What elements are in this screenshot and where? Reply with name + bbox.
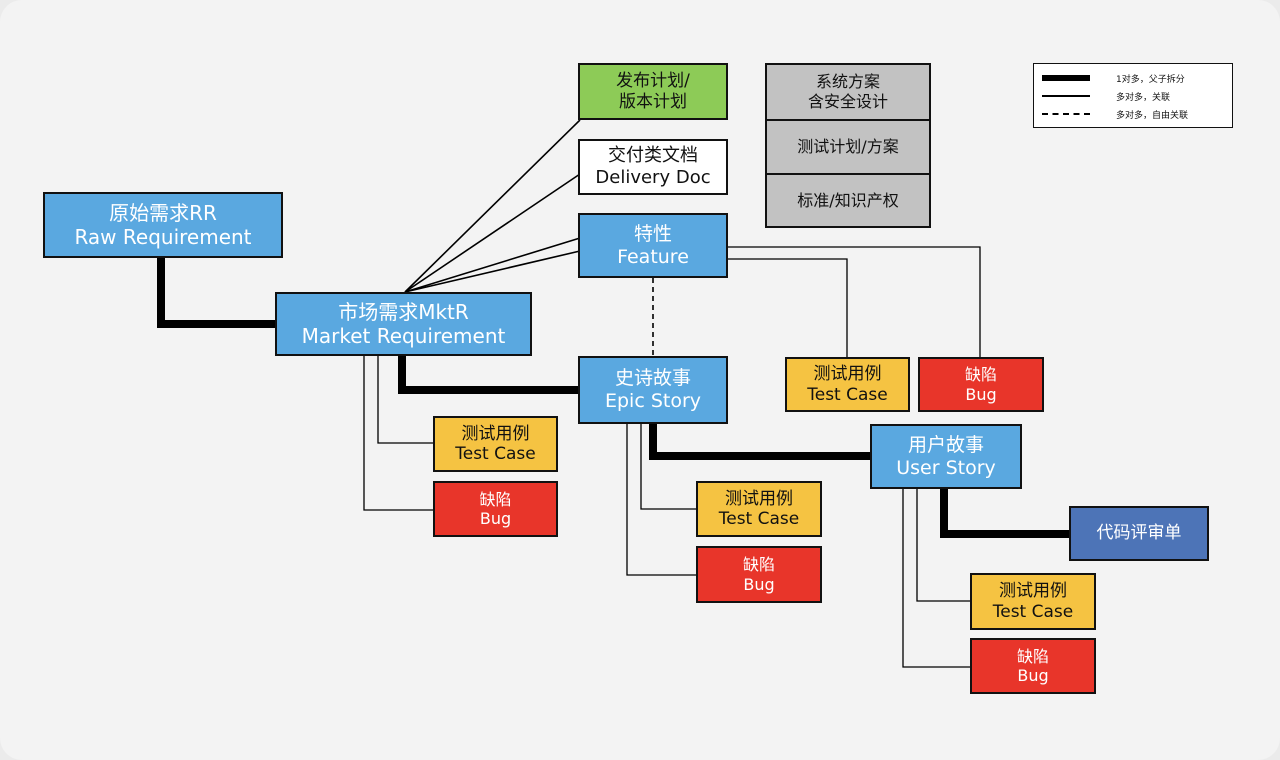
- node-label-cn: 交付类文档: [608, 145, 698, 167]
- stack-cell-standards-ip[interactable]: 标准/知识产权: [767, 173, 929, 227]
- node-label-cn: 测试用例: [461, 423, 530, 444]
- node-label-en: Test Case: [455, 444, 536, 464]
- node-test-case[interactable]: 测试用例 Test Case: [433, 416, 558, 472]
- link-epic-bug: [626, 424, 697, 576]
- legend-row-dashed: 多对多，自由关联: [1042, 106, 1188, 122]
- legend-thick-line: [1042, 75, 1090, 81]
- link-mktr-epic: [398, 356, 580, 394]
- node-label-cn: 缺陷: [742, 555, 775, 575]
- link-rr-mktr: [157, 258, 277, 328]
- node-test-case[interactable]: 测试用例 Test Case: [785, 357, 910, 412]
- node-label-cn: 缺陷: [479, 489, 512, 509]
- node-test-case[interactable]: 测试用例 Test Case: [696, 481, 822, 537]
- node-label-cn: 市场需求MktR: [338, 300, 469, 324]
- link-userstory-bug: [902, 488, 971, 668]
- stack-cell-system-design[interactable]: 系统方案 含安全设计: [767, 65, 929, 119]
- node-label-line2: 版本计划: [619, 91, 687, 112]
- node-release-plan[interactable]: 发布计划/ 版本计划: [578, 63, 728, 120]
- cell-line2: 含安全设计: [807, 92, 888, 111]
- link-mktr-testcase: [377, 356, 434, 444]
- node-label-en: Bug: [743, 574, 775, 594]
- node-label-en: User Story: [896, 456, 996, 479]
- node-label-en: Raw Requirement: [74, 225, 252, 249]
- legend-label: 多对多，自由关联: [1116, 110, 1189, 121]
- link-mktr-feature-a: [404, 237, 581, 293]
- node-code-review[interactable]: 代码评审单: [1069, 506, 1209, 561]
- legend-row-thin: 多对多，关联: [1042, 88, 1170, 104]
- node-label-cn: 史诗故事: [614, 367, 691, 390]
- node-label-en: Test Case: [807, 384, 888, 405]
- node-bug[interactable]: 缺陷 Bug: [970, 638, 1096, 694]
- node-label-line1: 发布计划/: [616, 71, 690, 92]
- cell-line1: 标准/知识产权: [797, 191, 899, 210]
- node-label-cn: 缺陷: [1016, 646, 1049, 666]
- legend-thin-line: [1042, 95, 1090, 97]
- node-delivery-doc[interactable]: 交付类文档 Delivery Doc: [578, 139, 728, 195]
- node-bug[interactable]: 缺陷 Bug: [433, 481, 558, 537]
- node-raw-requirement[interactable]: 原始需求RR Raw Requirement: [43, 192, 283, 258]
- node-label-en: Bug: [479, 509, 512, 528]
- node-label-en: Test Case: [992, 601, 1074, 622]
- link-mktr-bug: [363, 356, 434, 511]
- legend-label: 多对多，关联: [1116, 92, 1171, 103]
- node-bug[interactable]: 缺陷 Bug: [918, 357, 1044, 412]
- node-test-case[interactable]: 测试用例 Test Case: [970, 573, 1096, 630]
- link-mktr-feature-b: [404, 250, 581, 293]
- node-epic-story[interactable]: 史诗故事 Epic Story: [578, 356, 728, 424]
- node-feature[interactable]: 特性 Feature: [578, 213, 728, 278]
- legend-label: 1对多，父子拆分: [1116, 74, 1185, 85]
- link-mktr-delivery: [404, 173, 581, 293]
- legend: 1对多，父子拆分 多对多，关联 多对多，自由关联: [1033, 63, 1233, 128]
- node-label-en: Epic Story: [604, 390, 702, 412]
- node-market-requirement[interactable]: 市场需求MktR Market Requirement: [275, 292, 532, 356]
- node-label-en: Bug: [965, 384, 997, 404]
- cell-line1: 系统方案: [815, 72, 880, 91]
- design-docs-stack: 系统方案 含安全设计 测试计划/方案 标准/知识产权: [765, 63, 931, 228]
- node-label-cn: 测试用例: [999, 581, 1067, 602]
- link-mktr-release: [404, 119, 581, 293]
- cell-line1: 测试计划/方案: [797, 137, 899, 156]
- node-label-en: Bug: [1017, 666, 1049, 685]
- node-label-en: Delivery Doc: [595, 167, 711, 188]
- node-user-story[interactable]: 用户故事 User Story: [870, 424, 1022, 489]
- link-userstory-testcase: [916, 488, 971, 602]
- node-label-cn: 特性: [633, 222, 672, 245]
- node-label-en: Test Case: [718, 509, 800, 529]
- node-label-cn: 原始需求RR: [109, 201, 217, 225]
- legend-row-thick: 1对多，父子拆分: [1042, 70, 1185, 86]
- link-epic-userstory: [649, 424, 872, 460]
- link-epic-testcase: [640, 424, 697, 510]
- node-label-cn: 用户故事: [907, 433, 984, 456]
- node-label-en: Market Requirement: [301, 324, 506, 348]
- link-userstory-codereview: [940, 488, 1070, 538]
- node-label-cn: 测试用例: [725, 488, 793, 509]
- link-feature-testcase: [727, 258, 848, 358]
- link-feature-bug: [727, 246, 981, 358]
- node-label-cn: 代码评审单: [1096, 523, 1182, 544]
- stack-cell-test-plan[interactable]: 测试计划/方案: [767, 119, 929, 173]
- node-label-cn: 测试用例: [813, 364, 882, 385]
- legend-dashed-line: [1042, 113, 1090, 115]
- node-label-en: Feature: [617, 245, 689, 268]
- node-label-cn: 缺陷: [964, 365, 997, 385]
- node-bug[interactable]: 缺陷 Bug: [696, 546, 822, 603]
